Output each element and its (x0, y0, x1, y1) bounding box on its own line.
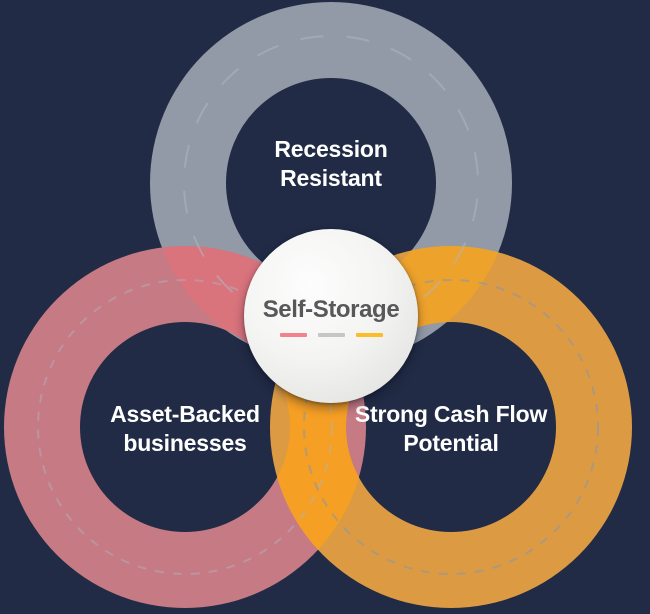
decorative-arc-pink-ring (37, 279, 333, 575)
decorative-arc-orange-ring (303, 279, 599, 575)
center-dash-group (279, 332, 383, 337)
dash-yellow-icon (355, 332, 383, 337)
center-circle-self-storage[interactable]: Self-Storage (244, 229, 418, 403)
dash-pink-icon (279, 332, 307, 337)
dash-gray-icon (317, 332, 345, 337)
decorative-arc-gray-ring (183, 35, 479, 331)
center-title: Self-Storage (262, 295, 400, 323)
